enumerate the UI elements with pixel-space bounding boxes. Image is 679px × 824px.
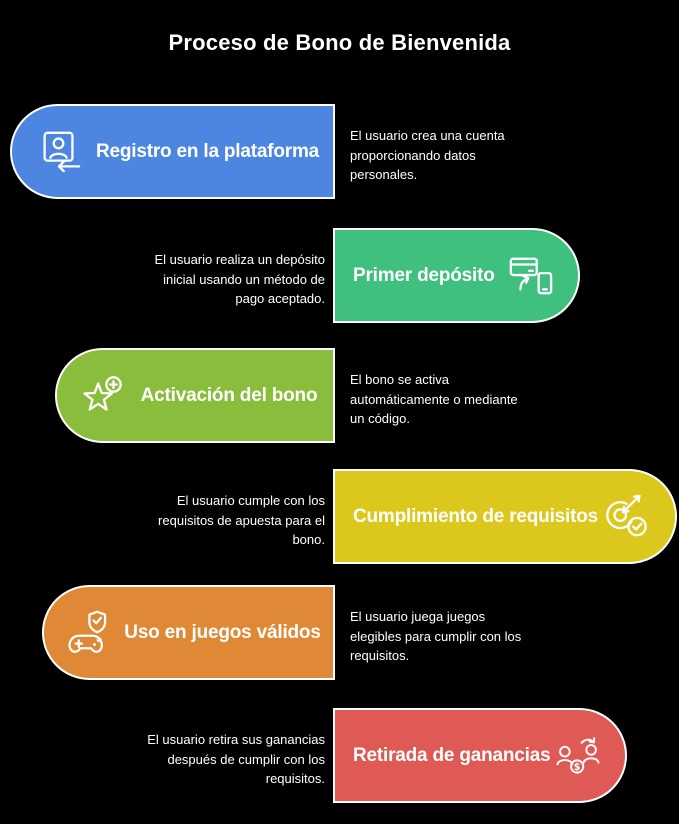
step-label: Retirada de ganancias xyxy=(353,744,551,766)
deposit-icon xyxy=(508,253,554,299)
step-label: Primer depósito xyxy=(353,264,495,286)
svg-text:$: $ xyxy=(574,762,581,773)
step-description: El usuario cumple con los requisitos de … xyxy=(158,493,325,547)
step-label: Uso en juegos válidos xyxy=(124,621,321,643)
step-label: Registro en la plataforma xyxy=(95,140,320,162)
requirements-icon xyxy=(603,494,649,540)
step-pill-activacion: Activación del bono xyxy=(55,348,335,443)
games-icon xyxy=(64,609,112,657)
step-description: El usuario crea una cuenta proporcionand… xyxy=(350,128,505,182)
step-description: El usuario retira sus ganancias después … xyxy=(147,732,325,786)
register-icon xyxy=(36,129,82,175)
withdrawal-icon: $ xyxy=(555,735,601,777)
step-description: El usuario realiza un depósito inicial u… xyxy=(154,252,325,306)
step-pill-deposito: Primer depósito xyxy=(333,228,580,323)
step-description: El bono se activa automáticamente o medi… xyxy=(350,372,518,426)
step-pill-cumplimiento: Cumplimiento de requisitos xyxy=(333,469,677,564)
step-label: Cumplimiento de requisitos xyxy=(353,505,598,527)
step-description: El usuario juega juegos elegibles para c… xyxy=(350,609,522,663)
page-title: Proceso de Bono de Bienvenida xyxy=(168,30,511,55)
step-pill-juegos: Uso en juegos válidos xyxy=(42,585,335,680)
bonus-activation-icon xyxy=(79,373,125,419)
step-pill-retirada: Retirada de ganancias $ xyxy=(333,708,627,803)
step-label: Activación del bono xyxy=(140,384,318,406)
step-pill-registro: Registro en la plataforma xyxy=(10,104,335,199)
